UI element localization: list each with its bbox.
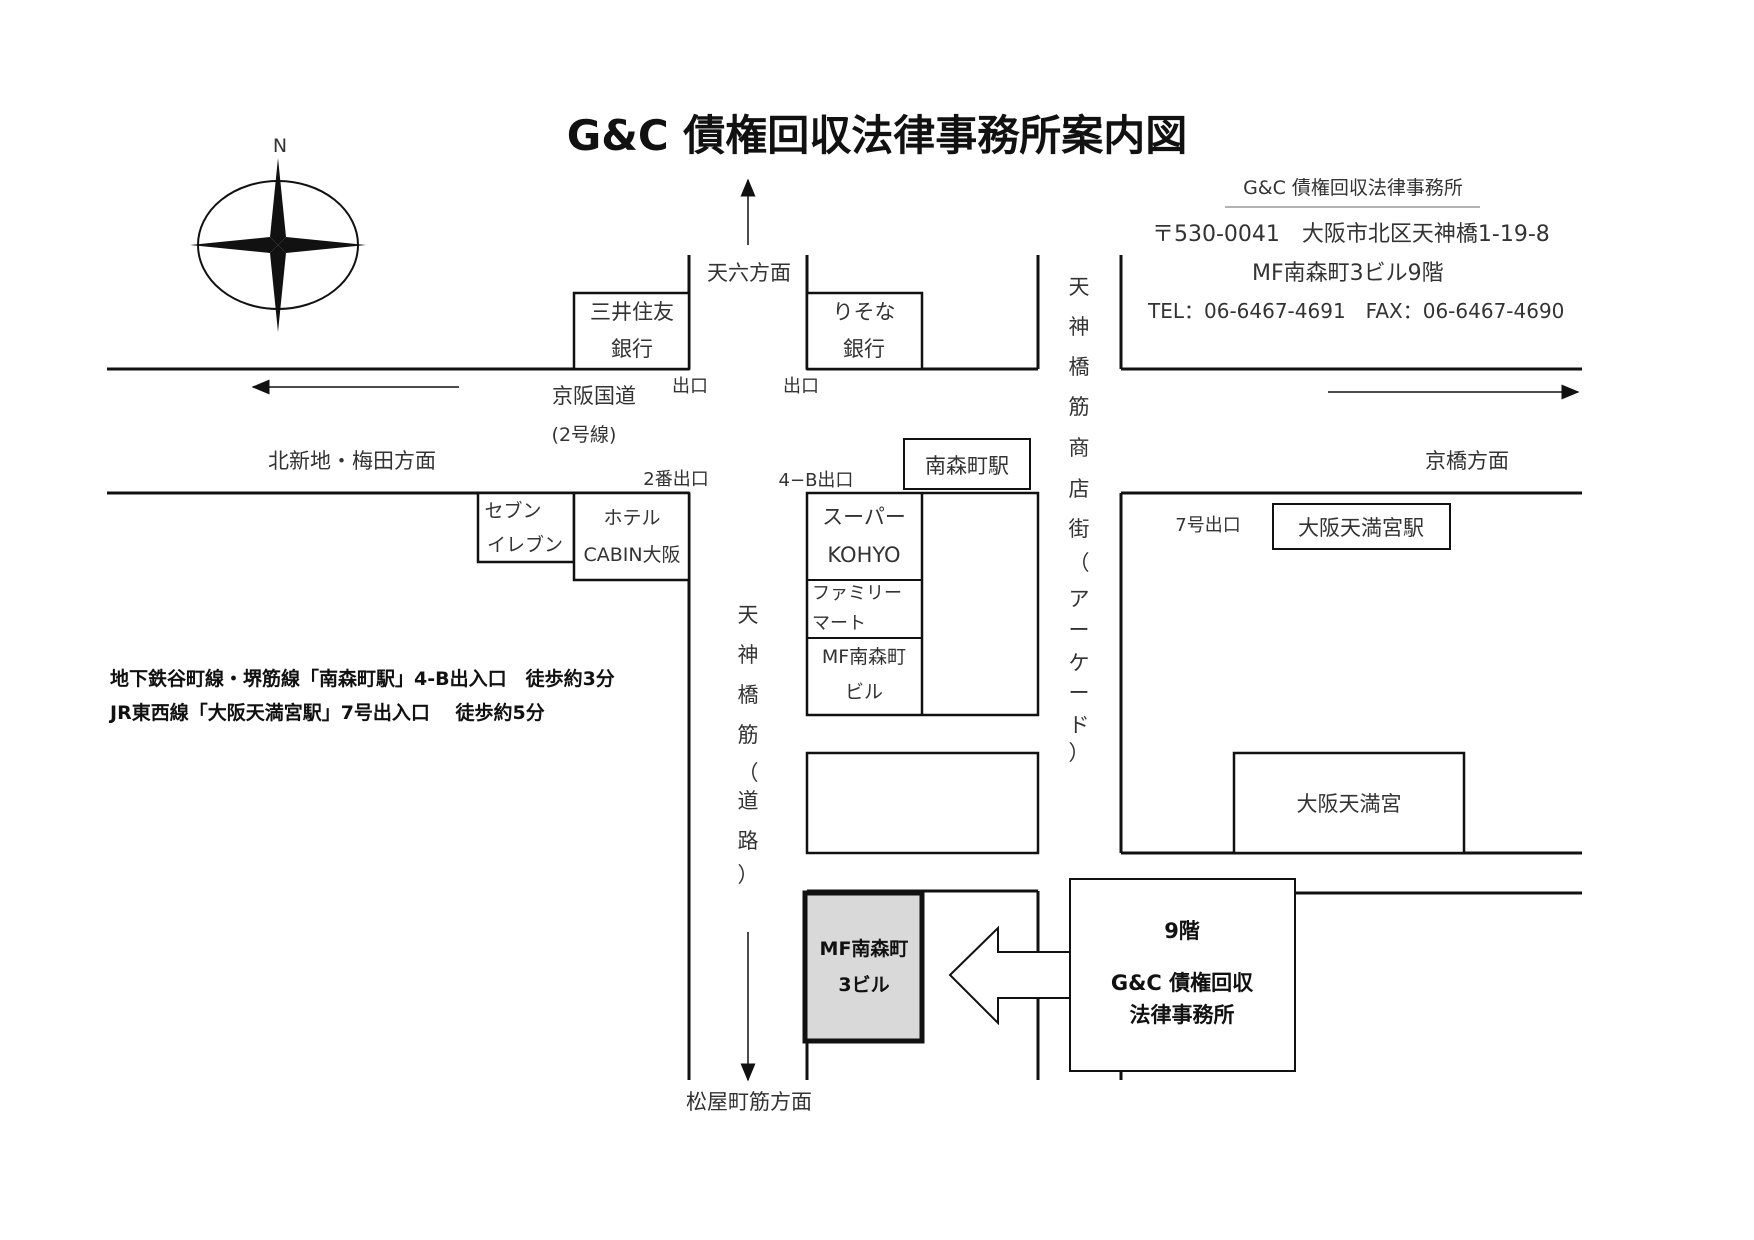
access-line-1: 地下鉄谷町線・堺筋線「南森町駅」4-B出入口 徒歩約3分 bbox=[110, 667, 615, 690]
exit-7: 7号出口 bbox=[1175, 515, 1240, 536]
office-contact: TEL：06-6467-4691 FAX：06-6467-4690 bbox=[1147, 299, 1564, 323]
target-building bbox=[802, 890, 925, 1044]
minamimorimachi-station bbox=[903, 438, 1031, 490]
compass-icon bbox=[190, 158, 366, 332]
resona-label-1: りそな bbox=[833, 300, 896, 324]
svg-text:天: 天 bbox=[1069, 275, 1090, 299]
svg-text:神: 神 bbox=[738, 643, 759, 667]
road-kokudo-sub: (2号線) bbox=[552, 424, 617, 446]
seven-label-1: セブン bbox=[484, 499, 541, 522]
svg-text:商: 商 bbox=[1069, 436, 1090, 460]
road-tenjinbashi: 天 神 橋 筋 （ 道 路 ） bbox=[738, 603, 759, 887]
tenmangu-label: 大阪天満宮 bbox=[1297, 792, 1402, 816]
resona-label-2: 銀行 bbox=[843, 337, 885, 361]
office-callout bbox=[1069, 878, 1296, 1072]
hotel-label-1: ホテル bbox=[603, 507, 660, 529]
svg-text:天: 天 bbox=[738, 603, 759, 627]
svg-text:ー: ー bbox=[1069, 681, 1090, 705]
family-label-2: マート bbox=[812, 613, 866, 634]
minamimorimachi-label: 南森町駅 bbox=[925, 454, 1009, 478]
mf-label-1: MF南森町 bbox=[822, 646, 906, 668]
callout-line2: 法律事務所 bbox=[1130, 1003, 1235, 1027]
tenmangu-station bbox=[1272, 503, 1451, 550]
mitsui-label-2: 銀行 bbox=[611, 337, 653, 361]
exit-ne: 出口 bbox=[783, 376, 819, 397]
office-address: 〒530-0041 大阪市北区天神橋1-19-8 bbox=[1152, 222, 1550, 247]
direction-east: 京橋方面 bbox=[1425, 449, 1509, 473]
north-label: N bbox=[273, 135, 287, 157]
resona-building bbox=[805, 291, 924, 371]
svg-text:街: 街 bbox=[1069, 517, 1090, 541]
road-kokudo: 京阪国道 bbox=[552, 384, 636, 408]
callout-line1: G&C 債権回収 bbox=[1111, 971, 1254, 995]
super-label-2: KOHYO bbox=[827, 543, 900, 567]
svg-text:神: 神 bbox=[1069, 315, 1090, 339]
office-name: G&C 債権回収法律事務所 bbox=[1243, 177, 1463, 199]
exit-2: 2番出口 bbox=[643, 469, 708, 490]
pointer-arrow bbox=[948, 925, 1071, 1026]
seven-eleven bbox=[476, 491, 576, 564]
svg-text:筋: 筋 bbox=[1069, 395, 1090, 419]
tenmangu-station-label: 大阪天満宮駅 bbox=[1298, 516, 1424, 540]
mitsui-label-1: 三井住友 bbox=[590, 300, 674, 324]
direction-arrows bbox=[251, 178, 1580, 1082]
svg-text:橋: 橋 bbox=[1069, 355, 1090, 379]
callout-floor: 9階 bbox=[1164, 919, 1200, 943]
mf-label-2: ビル bbox=[845, 681, 883, 703]
tenmangu-shrine bbox=[1232, 751, 1466, 855]
svg-text:ド: ド bbox=[1069, 713, 1090, 737]
svg-text:）: ） bbox=[738, 863, 759, 887]
seven-label-2: イレブン bbox=[487, 533, 563, 556]
family-label-1: ファミリー bbox=[812, 583, 902, 604]
hotel-cabin bbox=[572, 491, 691, 582]
exit-4b: 4−B出口 bbox=[779, 470, 854, 491]
page-title: G&C 債権回収法律事務所案内図 bbox=[567, 111, 1188, 160]
svg-text:筋: 筋 bbox=[738, 723, 759, 747]
svg-text:店: 店 bbox=[1069, 477, 1090, 501]
office-building: MF南森町3ビル9階 bbox=[1252, 261, 1444, 286]
target-label-2: 3ビル bbox=[838, 974, 889, 996]
svg-text:ー: ー bbox=[1069, 618, 1090, 642]
access-line-2: JR東西線「大阪天満宮駅」7号出入口 徒歩約5分 bbox=[108, 701, 545, 724]
svg-text:）: ） bbox=[1069, 741, 1090, 765]
road-shotengai: 天 神 橋 筋 商 店 街 （ ア ー ケ ー ド ） bbox=[1069, 275, 1090, 765]
super-label-1: スーパー bbox=[822, 505, 906, 529]
svg-text:（: （ bbox=[1069, 551, 1090, 575]
hotel-label-2: CABIN大阪 bbox=[583, 544, 680, 566]
direction-south: 松屋町筋方面 bbox=[686, 1090, 812, 1114]
mitsui-building bbox=[572, 291, 691, 371]
svg-text:路: 路 bbox=[738, 829, 759, 853]
direction-west: 北新地・梅田方面 bbox=[268, 449, 436, 473]
svg-text:道: 道 bbox=[738, 789, 759, 813]
svg-text:ア: ア bbox=[1069, 587, 1090, 611]
svg-text:橋: 橋 bbox=[738, 683, 759, 707]
direction-north: 天六方面 bbox=[707, 261, 791, 285]
svg-text:（: （ bbox=[738, 761, 759, 785]
exit-nw: 出口 bbox=[672, 376, 708, 397]
block-east-2 bbox=[805, 751, 1040, 855]
target-label-1: MF南森町 bbox=[820, 937, 909, 960]
svg-text:ケ: ケ bbox=[1069, 651, 1090, 675]
